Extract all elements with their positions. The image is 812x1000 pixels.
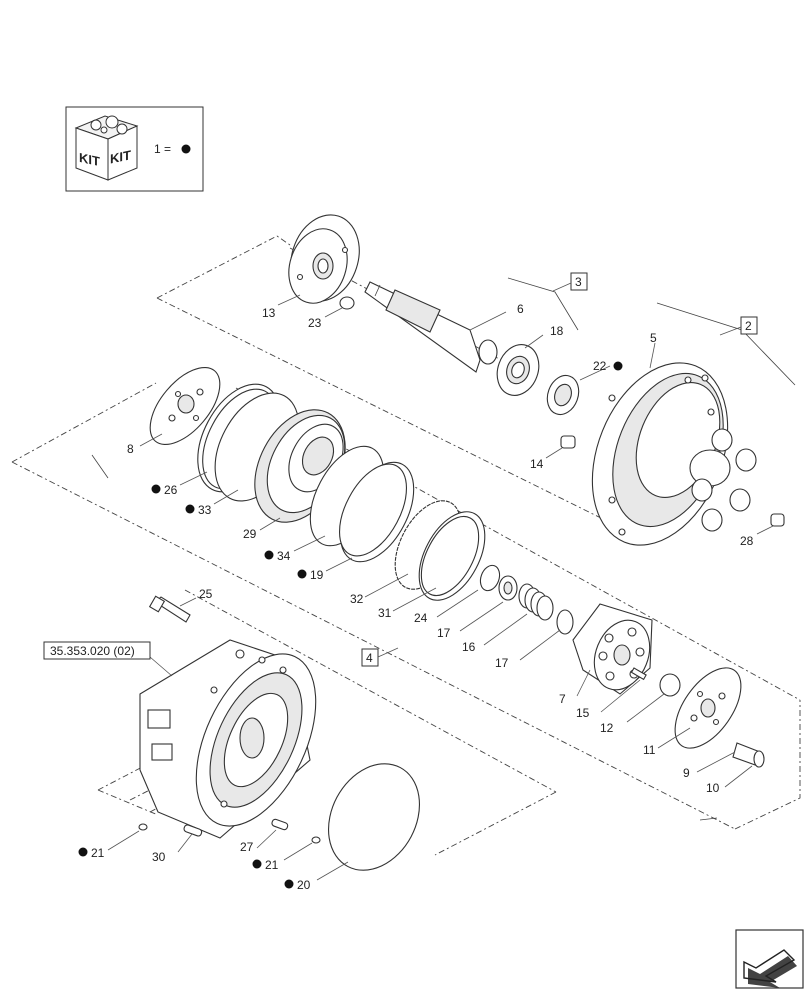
callout-5: 5 (650, 331, 657, 345)
part-6-shaft (364, 281, 498, 373)
callout-33: 33 (198, 503, 212, 517)
reference-label[interactable]: 35.353.020 (02) (43, 641, 151, 660)
callout-6: 6 (517, 302, 524, 316)
callout-10: 10 (706, 781, 720, 795)
callout-11: 11 (643, 743, 656, 757)
callout-7: 7 (559, 692, 566, 706)
callout-32: 32 (350, 592, 364, 606)
kit-dot-20 (284, 879, 294, 889)
kit-label-left: KIT (79, 150, 100, 169)
callout-18: 18 (550, 324, 564, 338)
kit-dot-icon (181, 144, 191, 154)
part-25-bolt (148, 595, 191, 623)
kit-dot-21b (252, 859, 262, 869)
callout-15: 15 (576, 706, 590, 720)
valve-housing (139, 639, 317, 839)
callouts: 6 18 5 13 23 22 14 28 8 26 33 29 34 19 3… (78, 302, 754, 892)
part-12-ball (659, 673, 681, 697)
part-32-31-disks (394, 500, 486, 601)
kit-equation: 1 = (154, 142, 171, 156)
callout-16: 16 (462, 640, 476, 654)
callout-20: 20 (297, 878, 311, 892)
callout-25: 25 (199, 587, 213, 601)
kit-dot-33 (185, 504, 195, 514)
part-23-plug (339, 296, 355, 310)
callout-17b: 17 (495, 656, 509, 670)
callout-19: 19 (310, 568, 324, 582)
part-14-plug (560, 435, 576, 449)
callout-21b: 21 (265, 858, 279, 872)
part-24-17-16-rings-spring (479, 564, 574, 635)
callout-12: 12 (600, 721, 614, 735)
part-21-30-27-small (138, 818, 321, 844)
callout-17a: 17 (437, 626, 451, 640)
part-8-plate (149, 366, 221, 446)
kit-legend: KIT KIT 1 = (65, 106, 204, 192)
svg-text:4: 4 (366, 651, 373, 665)
boxed-label-2: 2 (719, 316, 758, 336)
callout-29: 29 (243, 527, 257, 541)
svg-text:2: 2 (745, 319, 752, 333)
callout-28: 28 (740, 534, 754, 548)
callout-21a: 21 (91, 846, 105, 860)
callout-26: 26 (164, 483, 178, 497)
reference-label-text: 35.353.020 (02) (50, 644, 135, 658)
callout-8: 8 (127, 442, 134, 456)
kit-dot-19 (297, 569, 307, 579)
boxed-label-4: 4 (361, 647, 399, 667)
part-7-cylinder-block (572, 603, 653, 695)
kit-dot-22 (613, 361, 623, 371)
callout-14: 14 (530, 457, 544, 471)
svg-text:3: 3 (575, 275, 582, 289)
callout-24: 24 (414, 611, 428, 625)
navigation-arrow-icon[interactable] (735, 929, 804, 989)
part-28-screw (770, 513, 785, 527)
kit-box-icon: KIT KIT (74, 115, 139, 181)
part-20-o-ring (327, 763, 421, 871)
callout-23: 23 (308, 316, 322, 330)
part-18-bearing (496, 344, 540, 396)
callout-22: 22 (593, 359, 607, 373)
callout-31: 31 (378, 606, 392, 620)
part-34-19-seals (309, 445, 415, 563)
part-5-housing (591, 362, 757, 546)
kit-label-right: KIT (110, 147, 131, 166)
part-13-cover (288, 214, 360, 304)
boxed-label-3: 3 (552, 272, 588, 292)
kit-dot-21a (78, 847, 88, 857)
kit-dot-34 (264, 550, 274, 560)
part-9-10-pin (732, 742, 765, 768)
callout-30: 30 (152, 850, 166, 864)
callout-9: 9 (683, 766, 690, 780)
leader-lines (107, 294, 774, 881)
kit-dot-26 (151, 484, 161, 494)
callout-34: 34 (277, 549, 291, 563)
callout-27: 27 (240, 840, 254, 854)
part-22-roller-bearing (546, 374, 580, 416)
part-11-plate (674, 667, 742, 749)
callout-13: 13 (262, 306, 276, 320)
